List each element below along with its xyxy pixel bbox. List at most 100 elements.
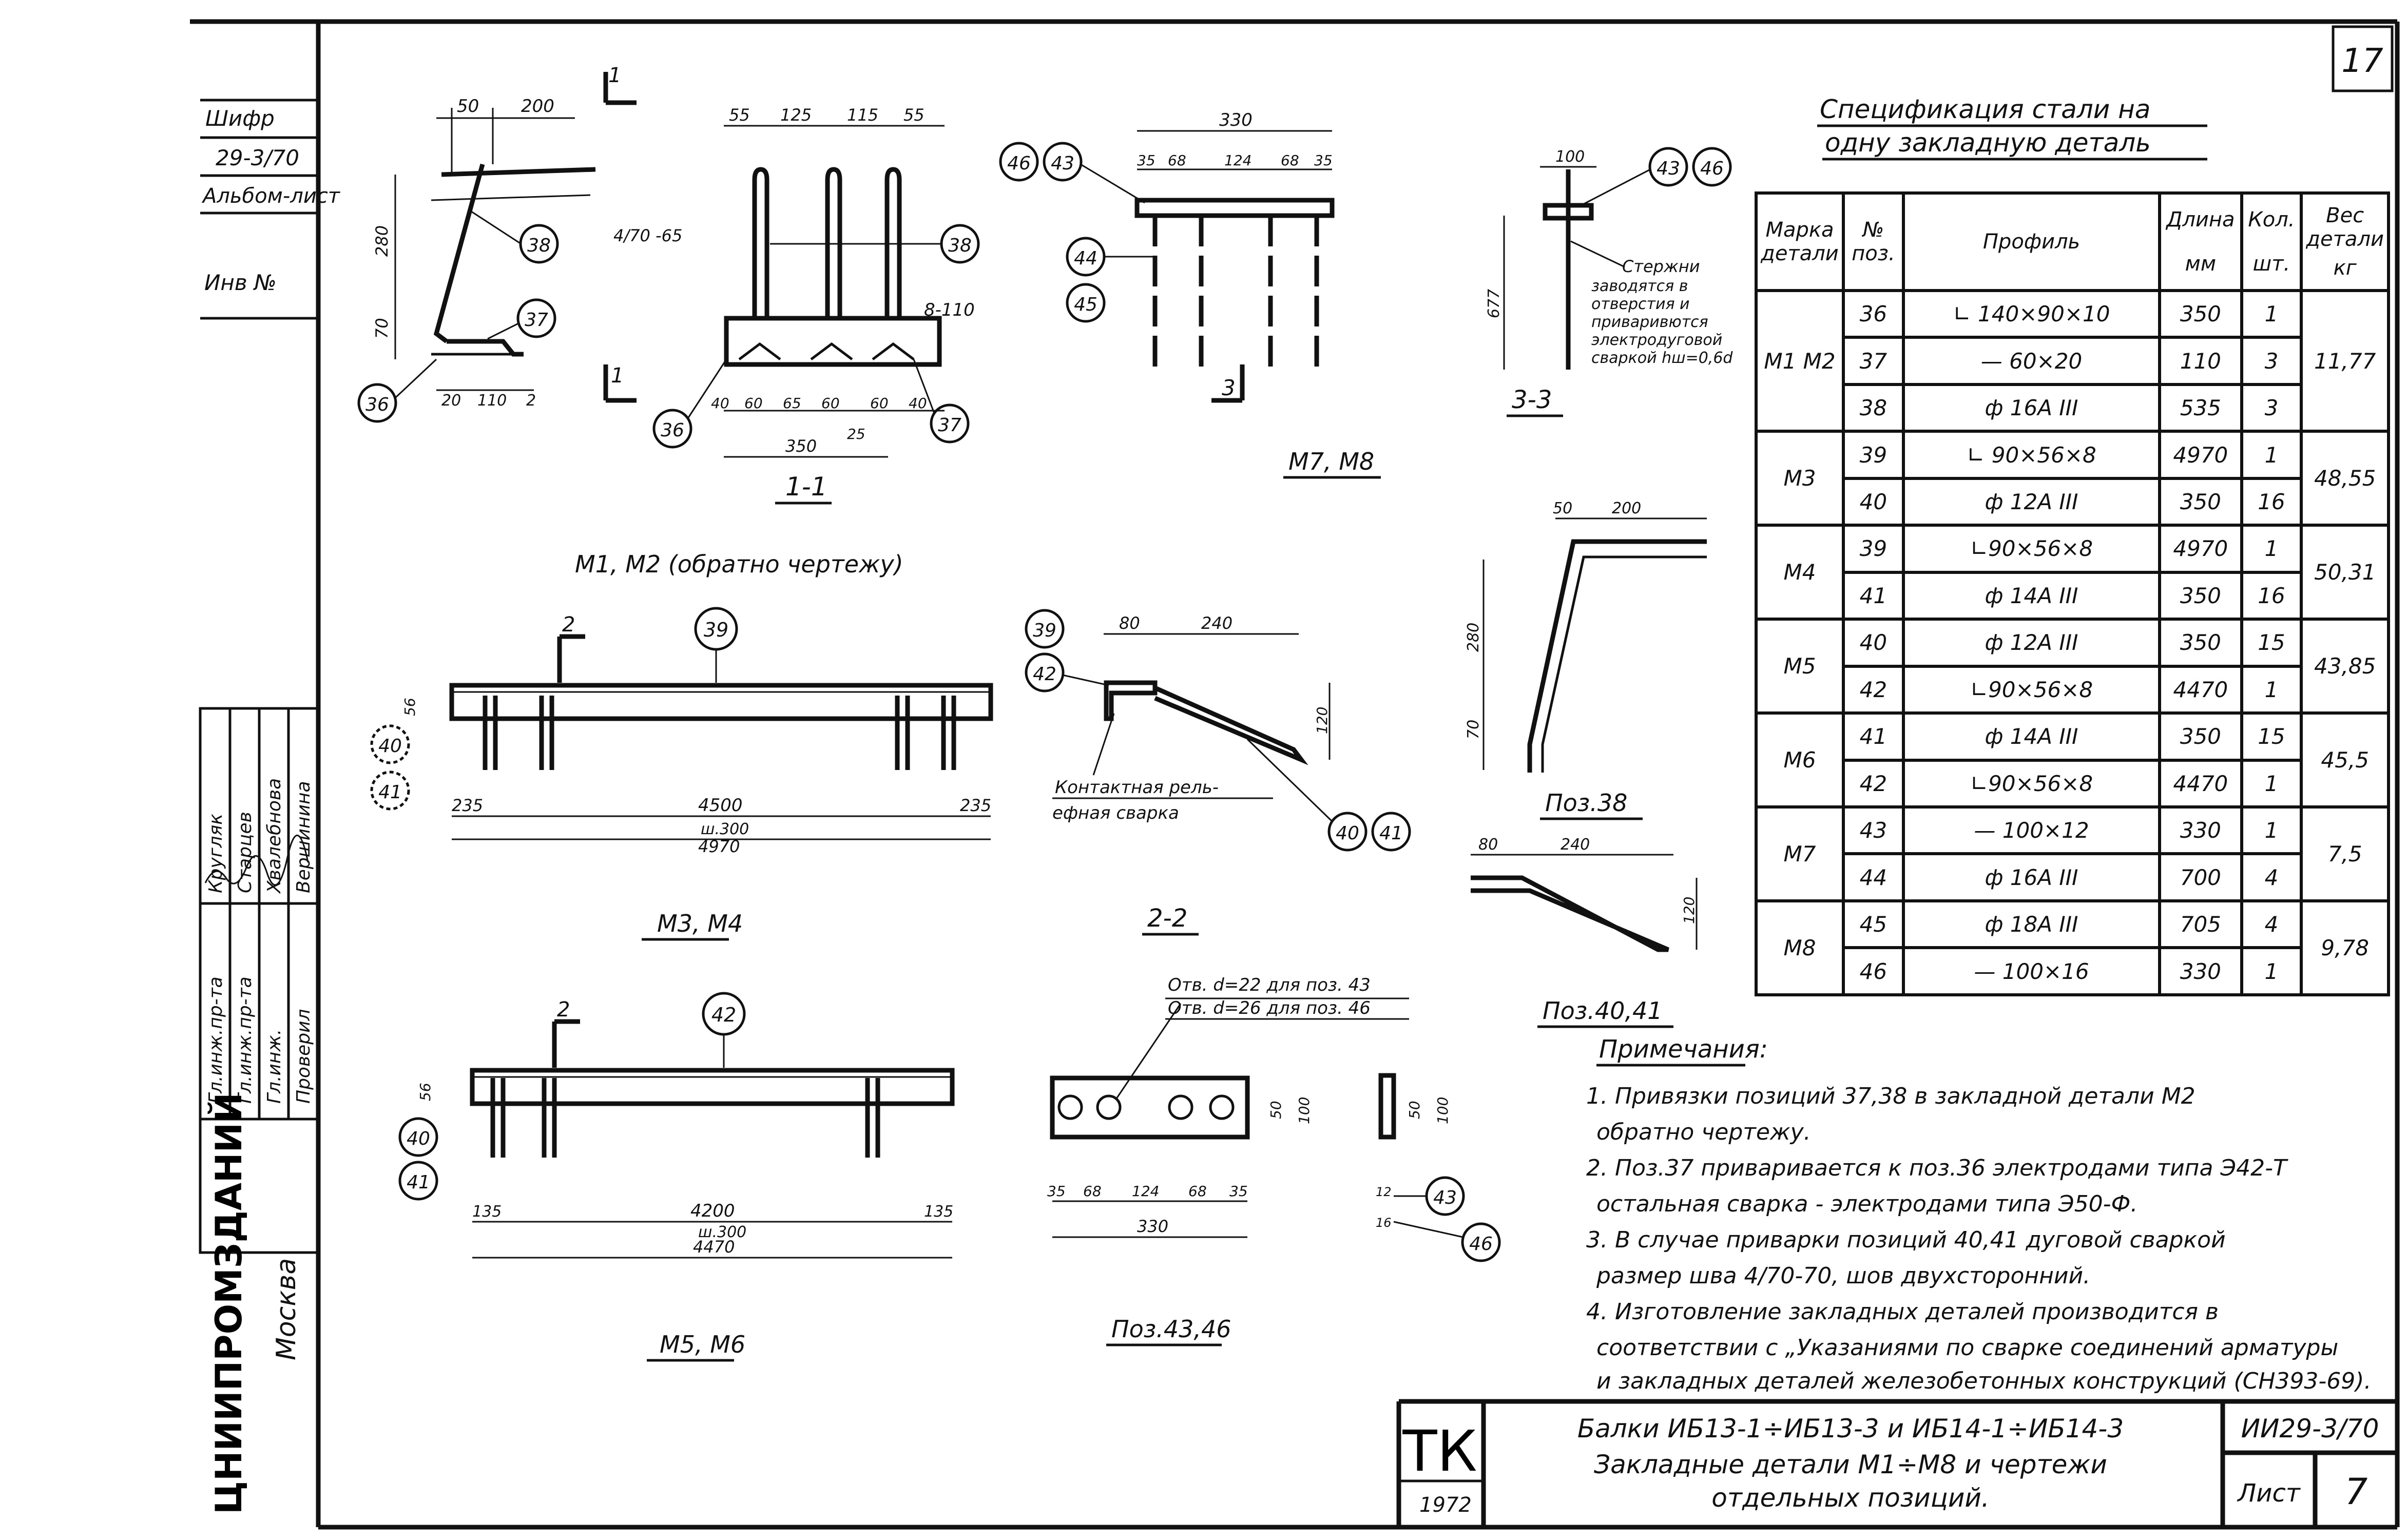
left-code-value: 29-3/70 xyxy=(216,145,299,170)
view-pos38: 50 200 280 70 Поз.38 xyxy=(1465,499,1707,820)
s22-120: 120 xyxy=(1314,707,1331,734)
m7-68a: 68 xyxy=(1168,152,1186,169)
spec-profile: ∟ 140×90×10 xyxy=(1901,288,2162,339)
org-city: Москва xyxy=(271,1258,302,1360)
spec-qty: 1 xyxy=(2240,946,2303,996)
sign-name-2: Старцев xyxy=(235,812,256,893)
p43-330: 330 xyxy=(1137,1217,1168,1236)
page-number: 17 xyxy=(2341,42,2383,80)
left-strip: Шифр 29-3/70 Альбом-лист Инв № Гл.инж.пр… xyxy=(199,99,341,1514)
spec-weight: 7,5 xyxy=(2300,805,2390,902)
s33-677: 677 xyxy=(1485,289,1503,318)
note-line-2: обратно чертежу. xyxy=(1596,1119,1811,1145)
s22-bubble-39: 39 xyxy=(1033,620,1056,641)
spec-profile: ∟90×56×8 xyxy=(1901,664,2162,715)
spec-mark: М5 xyxy=(1755,618,1845,715)
spec-weight: 9,78 xyxy=(2300,899,2390,997)
spec-row: 40 ф 12А III 350 16 xyxy=(1756,476,2389,527)
spec-row: М1 М2 36 ∟ 140×90×10 350 1 11,77 xyxy=(1755,288,2390,433)
spec-qty: 3 xyxy=(2240,382,2303,433)
s33-bubble-43: 43 xyxy=(1657,158,1680,179)
spec-pos: 44 xyxy=(1841,852,1905,902)
view-section-2-2: 80 240 120 39 42 40 41 Контактная рель- … xyxy=(1025,609,1411,936)
m3m4-caption: М3, М4 xyxy=(657,910,743,937)
spec-length: 535 xyxy=(2158,382,2243,433)
m7-bubble-43: 43 xyxy=(1051,153,1074,174)
m7m8-caption: М7, М8 xyxy=(1288,448,1374,475)
spec-h-length-label: Длина xyxy=(2166,208,2235,232)
spec-length: 350 xyxy=(2158,570,2243,621)
left-album-label: Альбом-лист xyxy=(201,184,341,208)
m1m2-caption: М1, М2 (обратно чертежу) xyxy=(575,550,903,578)
p43-bubble-46: 46 xyxy=(1469,1234,1493,1255)
m3-4970: 4970 xyxy=(698,837,740,856)
p43-hole2: Отв. d=26 для поз. 46 xyxy=(1168,998,1371,1018)
m3-bubble-41: 41 xyxy=(378,782,402,803)
m3-bubble-39: 39 xyxy=(704,619,728,641)
title-block: ТК 1972 Балки ИБ13-1÷ИБ13-3 и ИБ14-1÷ИБ1… xyxy=(1396,1399,2397,1527)
spec-length: 350 xyxy=(2158,288,2243,339)
spec-weight: 43,85 xyxy=(2300,618,2390,715)
view-m3m4: 2 56 235 4500 235 ш.300 4970 39 40 41 М3… xyxy=(370,607,993,941)
spec-row: 38 ф 16А III 535 3 xyxy=(1756,382,2389,433)
s11-caption: 1-1 xyxy=(785,472,827,502)
m1-dim-110: 110 xyxy=(477,392,507,410)
p43-35a: 35 xyxy=(1047,1183,1066,1200)
s22-80: 80 xyxy=(1119,613,1140,633)
m3-sh300: ш.300 xyxy=(701,820,749,838)
note-line-4: остальная сварка - электродами типа Э50-… xyxy=(1596,1191,2138,1217)
p40-120: 120 xyxy=(1681,897,1698,924)
pos4346-caption: Поз.43,46 xyxy=(1111,1315,1231,1343)
tb-sheet-label: Лист xyxy=(2237,1479,2301,1508)
s11-bubble-38: 38 xyxy=(948,235,972,256)
spec-mark: М1 М2 xyxy=(1755,288,1845,433)
m5m6-caption: М5, М6 xyxy=(660,1331,745,1358)
m5-135a: 135 xyxy=(472,1203,502,1221)
p43-small-12: 12 xyxy=(1376,1185,1392,1199)
spec-qty: 15 xyxy=(2240,711,2303,762)
spec-qty: 1 xyxy=(2240,664,2303,715)
s11-bot-65: 65 xyxy=(783,395,801,412)
spec-length: 4970 xyxy=(2158,430,2243,480)
spec-row: М5 40 ф 12А III 350 15 43,85 xyxy=(1755,618,2390,715)
tb-sheet-no: 7 xyxy=(2345,1471,2368,1513)
tb-year: 1972 xyxy=(1419,1493,1472,1517)
m1-bubble-38: 38 xyxy=(527,235,551,256)
spec-length: 4970 xyxy=(2158,524,2243,574)
spec-pos: 39 xyxy=(1841,430,1905,480)
m7-bubble-46: 46 xyxy=(1007,153,1031,174)
s33-bubble-46: 46 xyxy=(1700,158,1724,179)
m5-135b: 135 xyxy=(924,1203,953,1221)
spec-qty: 4 xyxy=(2240,899,2303,950)
spec-profile: ф 12А III xyxy=(1901,618,2162,668)
m5-4470: 4470 xyxy=(693,1237,735,1257)
p43-side-100: 100 xyxy=(1296,1097,1313,1124)
m1-dim-20: 20 xyxy=(441,392,461,410)
p43-35b: 35 xyxy=(1229,1183,1248,1200)
p43-124: 124 xyxy=(1132,1183,1159,1200)
p38-70: 70 xyxy=(1465,720,1482,739)
spec-row: М7 43 — 100×12 330 1 7,5 xyxy=(1755,805,2390,902)
spec-pos: 40 xyxy=(1841,476,1905,527)
spec-weight: 45,5 xyxy=(2300,711,2390,808)
m3-bubble-40: 40 xyxy=(378,736,402,757)
s11-top-55b: 55 xyxy=(903,105,925,125)
s22-240: 240 xyxy=(1201,613,1233,633)
m3-56: 56 xyxy=(401,698,418,716)
m1-dim-50: 50 xyxy=(457,96,479,117)
m1-bubble-37: 37 xyxy=(525,310,548,331)
s22-bubble-41: 41 xyxy=(1379,823,1403,844)
spec-pos: 45 xyxy=(1841,899,1905,950)
spec-mark: М7 xyxy=(1755,805,1845,902)
spec-length: 350 xyxy=(2158,618,2243,668)
m5-sh300: ш.300 xyxy=(698,1223,746,1241)
spec-pos: 38 xyxy=(1841,382,1905,433)
tb-line-1: Балки ИБ13-1÷ИБ13-3 и ИБ14-1÷ИБ14-3 xyxy=(1577,1414,2124,1443)
spec-pos: 37 xyxy=(1841,336,1905,386)
spec-title-2: одну закладную деталь xyxy=(1825,128,2151,158)
sign-role-3: Гл.инж. xyxy=(264,1029,285,1104)
spec-profile: ∟90×56×8 xyxy=(1901,758,2162,808)
